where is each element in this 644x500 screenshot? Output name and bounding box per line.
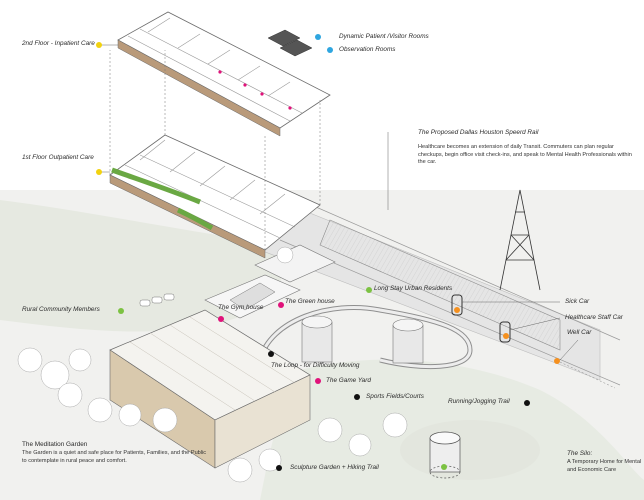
dot-sick-car [454,307,460,313]
silo-left [301,315,333,363]
label-long-stay: Long Stay Urban Residents [374,285,453,292]
sick-car-marker [451,294,463,316]
silo-title: The Silo: [567,450,593,457]
dot-observation-rooms [327,47,333,53]
pond-area [400,420,540,480]
rail-description: Healthcare becomes an extension of daily… [418,144,632,166]
second-floor-edge [117,39,281,137]
projection-lines [109,50,321,250]
silo-description: A Temporary Home for Mental and Economic… [567,459,642,473]
dot-dynamic-rooms [315,34,321,40]
leader-lines [98,44,579,361]
dot-running [524,400,530,406]
transmission-tower [499,189,541,291]
staff-car-marker [499,321,511,343]
label-sick-car: Sick Car [565,298,590,305]
dot-green-house [278,302,284,308]
label-gym-house: The Gym house [218,304,264,311]
parking-cars [139,293,175,307]
label-sports: Sports Fields/Courts [366,393,424,400]
dot-first-floor [96,169,102,175]
loop-ramp-edge [258,305,472,368]
label-first-floor: 1st Floor Outpatient Care [22,154,94,161]
dot-game-yard [315,378,321,384]
dot-well-car [554,358,560,364]
legend-observation-rooms: Observation Rooms [339,46,396,53]
first-floor-walls [124,139,296,239]
label-staff-car: Healthcare Staff Car [565,314,623,321]
trees [17,219,408,483]
green-strip [111,167,201,205]
label-rural-community: Rural Community Members [22,306,100,313]
label-loop: The Loop - for Difficulty Moving [271,362,360,369]
dot-loop [268,351,274,357]
meditation-title: The Meditation Garden [22,441,88,448]
label-game-yard: The Game Yard [326,377,371,384]
label-running: Running/Jogging Trail [448,398,510,405]
dot-second-floor [96,42,102,48]
silo-temporary-home [429,431,461,479]
label-well-car: Well Car [567,329,592,336]
second-floor-plate [117,11,331,129]
silo-right [392,318,424,364]
legend-dynamic-rooms: Dynamic Patient /Visitor Rooms [339,33,429,40]
dot-rural-community [118,308,124,314]
rail-track [299,199,621,341]
rail-train [319,219,561,351]
dot-long-stay [366,287,372,293]
dot-staff-car [503,333,509,339]
dot-silo [441,464,447,470]
legend-tiles [267,29,313,57]
green-strip [176,207,214,231]
gym-house-roof [229,282,276,311]
label-sculpture: Sculpture Garden + Hiking Trail [290,464,379,471]
label-second-floor: 2nd Floor - Inpatient Care [22,40,95,47]
room-markers [218,70,292,110]
dot-sculpture [276,465,282,471]
rail-title: The Proposed Dallas Houston Speerd Rail [418,129,539,136]
meditation-description: The Garden is a quiet and safe place for… [22,450,207,464]
barn-east-wall [214,374,311,469]
dot-gym-house [218,316,224,322]
dot-sports [354,394,360,400]
barn-ribs [129,316,296,411]
rail-track [279,239,621,386]
label-green-house: The Green house [285,298,335,305]
